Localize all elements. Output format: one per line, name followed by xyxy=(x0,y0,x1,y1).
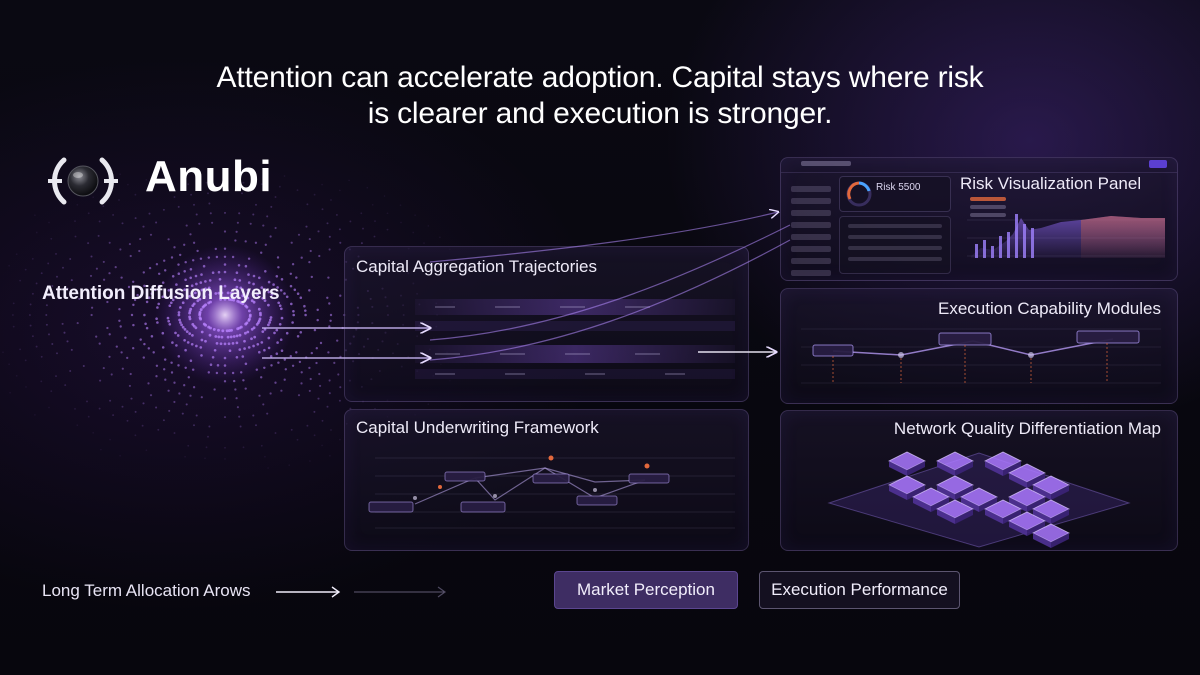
market-perception-button[interactable]: Market Perception xyxy=(554,571,738,609)
execution-capability-title: Execution Capability Modules xyxy=(937,299,1161,318)
risk-data-table xyxy=(839,216,951,274)
capital-aggregation-panel: Capital Aggregation Trajectories xyxy=(344,246,749,402)
execution-capability-panel: Execution Capability Modules xyxy=(780,288,1178,404)
network-quality-panel: Network Quality Differentiation Map xyxy=(780,410,1178,551)
attention-diffusion-label: Attention Diffusion Layers xyxy=(42,283,280,304)
risk-gauge-legend xyxy=(970,197,1006,227)
network-isometric-map-graphic xyxy=(827,451,1131,548)
dashboard-top-bar xyxy=(781,158,1177,173)
execution-performance-button[interactable]: Execution Performance xyxy=(759,571,960,609)
dashboard-sidebar xyxy=(789,180,833,276)
network-quality-title: Network Quality Differentiation Map xyxy=(893,419,1161,438)
anubi-logo-icon xyxy=(48,157,118,205)
headline-line-1: Attention can accelerate adoption. Capit… xyxy=(216,61,984,94)
brand-name: Anubi xyxy=(145,152,273,201)
long-term-allocation-arrow-icon xyxy=(276,586,447,598)
capital-underwriting-title: Capital Underwriting Framework xyxy=(356,418,599,437)
risk-gauge-title: Risk 5500 xyxy=(876,182,921,193)
risk-area-chart-graphic xyxy=(967,214,1165,258)
long-term-allocation-label: Long Term Allocation Arows xyxy=(42,581,251,600)
risk-visualization-panel: Risk 5500 xyxy=(780,157,1178,281)
risk-gauge-card: Risk 5500 xyxy=(839,176,1006,217)
underwriting-flow-graphic xyxy=(368,455,735,529)
headline: Attention can accelerate adoption. Capit… xyxy=(150,60,1050,132)
dashboard-breadcrumb xyxy=(801,161,851,166)
headline-line-2: is clearer and execution is stronger. xyxy=(367,97,833,130)
dashboard-action-button[interactable] xyxy=(1149,160,1167,168)
execution-module-graphic xyxy=(801,328,1161,384)
risk-gauge-icon xyxy=(846,181,872,207)
capital-underwriting-panel: Capital Underwriting Framework xyxy=(344,409,749,551)
risk-visualization-title: Risk Visualization Panel xyxy=(960,174,1142,193)
capital-aggregation-title: Capital Aggregation Trajectories xyxy=(356,257,597,276)
